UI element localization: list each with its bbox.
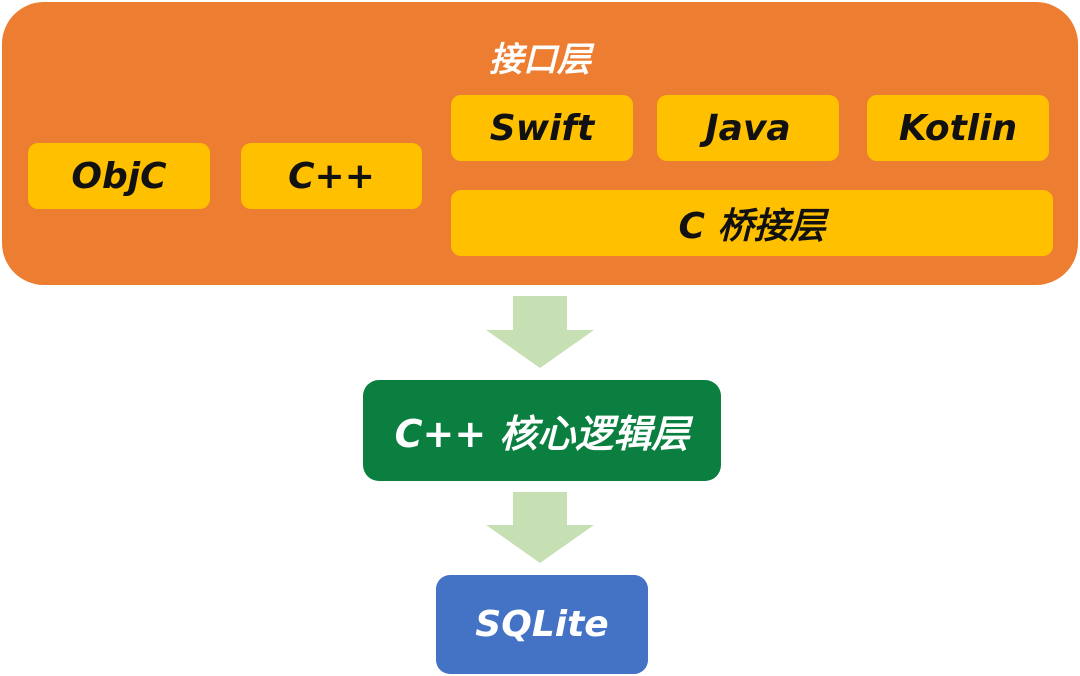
core-logic-layer: C++ 核心逻辑层 [363,380,721,481]
down-arrow-icon [486,296,594,368]
interface-layer-title: 接口层 [489,39,591,80]
objc-box: ObjC [28,143,210,209]
swift-box: Swift [451,95,633,161]
c-bridge-box: C 桥接层 [451,190,1053,256]
java-box: Java [657,95,839,161]
cpp-box: C++ [241,143,422,209]
down-arrow-icon [486,492,594,563]
kotlin-box: Kotlin [867,95,1049,161]
sqlite-box: SQLite [436,575,648,674]
